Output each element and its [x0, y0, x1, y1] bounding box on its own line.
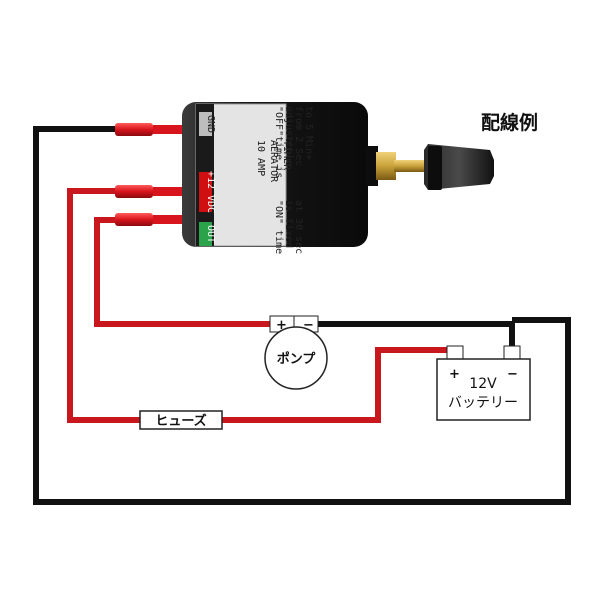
brass-nut — [376, 152, 396, 180]
connector-out — [115, 213, 183, 226]
red-wire-fuse-battery — [220, 347, 458, 423]
diagram-title: 配線例 — [481, 111, 538, 134]
pump-minus: − — [303, 318, 314, 333]
terminal-gnd-text: GND — [205, 115, 216, 133]
battery-plus: + — [449, 367, 460, 382]
off-note-line-2: adjustible — [283, 106, 294, 166]
on-note-line-3: at 30 sec — [293, 200, 304, 254]
on-note-line-2: is fixed — [283, 200, 294, 248]
off-note-line-3: from 2 Sec — [293, 106, 304, 166]
off-note-line-4: to 5 Min+ — [303, 106, 314, 160]
timer-off-note: "OFF"time is adjustible from 2 Sec to 5 … — [273, 106, 314, 178]
black-wire-gnd — [33, 126, 571, 505]
fuse-label: ヒューズ — [155, 413, 206, 429]
black-wire-pump-minus — [318, 321, 515, 355]
timer-label-line-1: 10 AMP — [255, 140, 266, 176]
terminal-out-text: OUT — [205, 225, 216, 243]
terminal-gnd-tag — [199, 112, 212, 136]
timer-label-block: 10 AMP AERATOR TIMER — [255, 140, 292, 183]
connector-gnd — [115, 123, 183, 136]
on-note-line-1: "ON" time — [273, 200, 284, 254]
pump-plus: + — [276, 318, 287, 333]
battery-voltage: 12V — [469, 376, 497, 392]
connector-12v — [115, 185, 183, 198]
battery-name: バッテリー — [448, 395, 518, 411]
aerator-timer: GND +12 VDC OUT 10 AMP AERATOR TIMER "OF… — [182, 102, 494, 254]
off-note-line-1: "OFF"time is — [273, 106, 284, 178]
pump: + − ポンプ — [264, 315, 328, 390]
timer-label-line-2: AERATOR — [268, 140, 279, 183]
terminal-out-tag — [199, 222, 212, 246]
terminal-12v-text: +12 VDC — [205, 171, 216, 213]
red-wire-out — [94, 217, 275, 327]
timer-on-note: "ON" time is fixed at 30 sec — [273, 200, 304, 254]
pump-label: ポンプ — [277, 351, 317, 367]
red-wire-12v — [67, 188, 140, 423]
battery: + − 12V バッテリー — [436, 345, 531, 421]
fuse: ヒューズ — [139, 410, 223, 430]
battery-minus: − — [507, 367, 518, 382]
timer-label-line-3: TIMER — [281, 140, 292, 171]
terminal-12v-tag — [199, 172, 212, 212]
